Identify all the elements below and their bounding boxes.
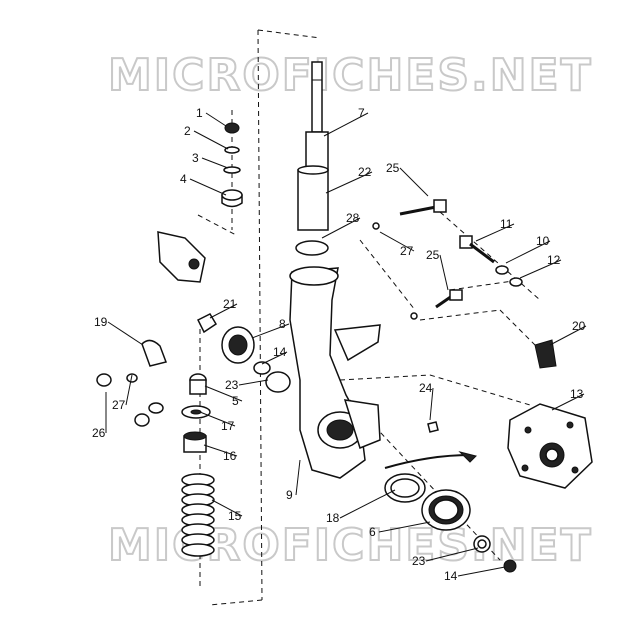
callout-label: 14 [273,345,287,359]
clamp-and-nuts [96,339,167,427]
callout-label: 20 [572,319,586,333]
callout-label: 12 [547,253,561,267]
callout-leader [261,351,288,365]
callout-label: 22 [358,165,372,179]
callout-leader [199,411,236,427]
callout-label: 24 [419,381,433,395]
wheel-hub [507,339,593,489]
top-hardware-stack [221,122,243,208]
callout-leader [203,444,238,457]
callout-label: 27 [112,398,126,412]
callout-label: 5 [232,394,239,408]
callout-label: 27 [400,244,414,258]
callout-leader [125,374,133,406]
callout-leader [439,254,449,291]
callout-label: 28 [346,211,360,225]
callout-label: 23 [412,554,426,568]
mount-bracket [157,231,206,283]
callout-label: 11 [500,217,513,231]
callout-leader [107,321,144,346]
callout-label: 6 [369,525,376,539]
callout-label: 4 [180,172,187,186]
callout-label: 23 [225,378,239,392]
callout-leader [323,112,369,137]
callout-leader [238,379,269,386]
watermark-bottom: MICROFICHES.NET [108,520,593,571]
callout-leader [519,259,562,279]
callout-label: 25 [386,161,400,175]
callout-label: 15 [228,509,242,523]
callout-label: 8 [279,317,286,331]
callout-label: 21 [223,297,237,311]
callout-leader [321,217,361,239]
spindle-housing [289,266,381,479]
callout-leader [189,178,227,196]
steering-shaft [295,61,329,256]
callout-label: 7 [358,106,365,120]
callout-leader [205,112,227,127]
callout-leader [295,459,301,496]
callout-label: 19 [94,315,108,329]
callout-label: 26 [92,426,106,440]
callout-leader [251,323,290,339]
callout-leader [475,223,515,242]
callout-leader [549,325,587,346]
assembly-guide-lines [197,29,541,606]
callout-leader [339,489,396,519]
callout-leader [378,521,431,533]
callout-label: 25 [426,248,440,262]
callout-leader [429,387,434,421]
callout-label: 10 [536,234,550,248]
callout-label: 2 [184,124,191,138]
callout-label: 17 [221,419,235,433]
callout-leader [209,303,238,319]
seal-and-fittings [181,313,291,453]
callout-leader [425,547,479,562]
callout-leader [193,130,229,150]
callout-leader [399,167,429,197]
callout-leader [505,240,551,264]
callout-label: 3 [192,151,199,165]
callout-leader [379,231,415,252]
callout-leader [204,385,243,402]
callout-leader [325,171,373,194]
callout-leader [551,393,585,411]
callout-label: 9 [286,488,293,502]
callout-label: 14 [444,569,458,583]
callout-leader [201,157,229,169]
bolts [372,199,523,320]
callout-label: 1 [196,106,203,120]
watermark-top: MICROFICHES.NET [108,50,593,101]
callout-label: 18 [326,511,340,525]
coil-spring [181,473,215,557]
callout-leader [457,566,506,577]
callout-label: 16 [223,449,237,463]
callout-leader [211,499,243,517]
callout-label: 13 [570,387,584,401]
